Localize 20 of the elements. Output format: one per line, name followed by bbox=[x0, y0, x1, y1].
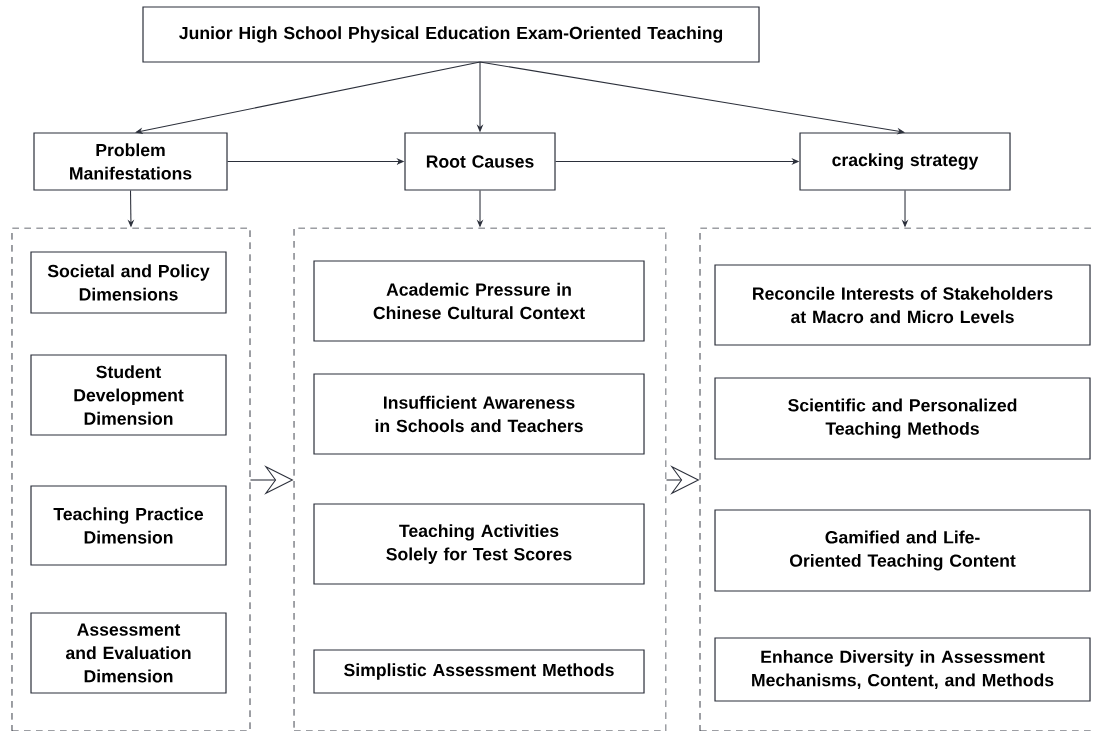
text-box: Academic Pressure in Chinese Cultural Context bbox=[313, 260, 645, 342]
text-box: Gamified and Life-Oriented Teaching Content bbox=[714, 509, 1091, 592]
text-box: Teaching Practice Dimension bbox=[30, 485, 227, 566]
text-box: Student Development Dimension bbox=[30, 354, 227, 436]
dashed-group-box bbox=[293, 227, 667, 731]
arrow bbox=[135, 61, 481, 135]
text-box: Societal and Policy Dimensions bbox=[30, 251, 227, 314]
heading-box: Problem Manifestations bbox=[33, 132, 228, 191]
text-box: Teaching Activities Solely for Test Scores bbox=[313, 503, 645, 585]
text-box: Enhance Diversity in Assessment Mechanisms, Content, and Methods bbox=[714, 637, 1091, 702]
heading-box: cracking strategy bbox=[799, 132, 1011, 191]
text-box: Insufficient Awareness in Schools and Teachers bbox=[313, 373, 645, 455]
text-box: Scientific and Personalized Teaching Methods bbox=[714, 377, 1091, 460]
dashed-group-box bbox=[11, 227, 251, 731]
title-box: Junior High School Physical Education Exam-Oriented Teaching bbox=[142, 6, 760, 63]
heading-box: Root Causes bbox=[404, 132, 556, 191]
text-box: Assessment and Evaluation Dimension bbox=[30, 612, 227, 694]
text-box: Reconcile Interests of Stakeholders at Macro and Micro Levels bbox=[714, 264, 1091, 346]
text-box: Simplistic Assessment Methods bbox=[313, 649, 645, 694]
dashed-group-box bbox=[699, 227, 1094, 731]
